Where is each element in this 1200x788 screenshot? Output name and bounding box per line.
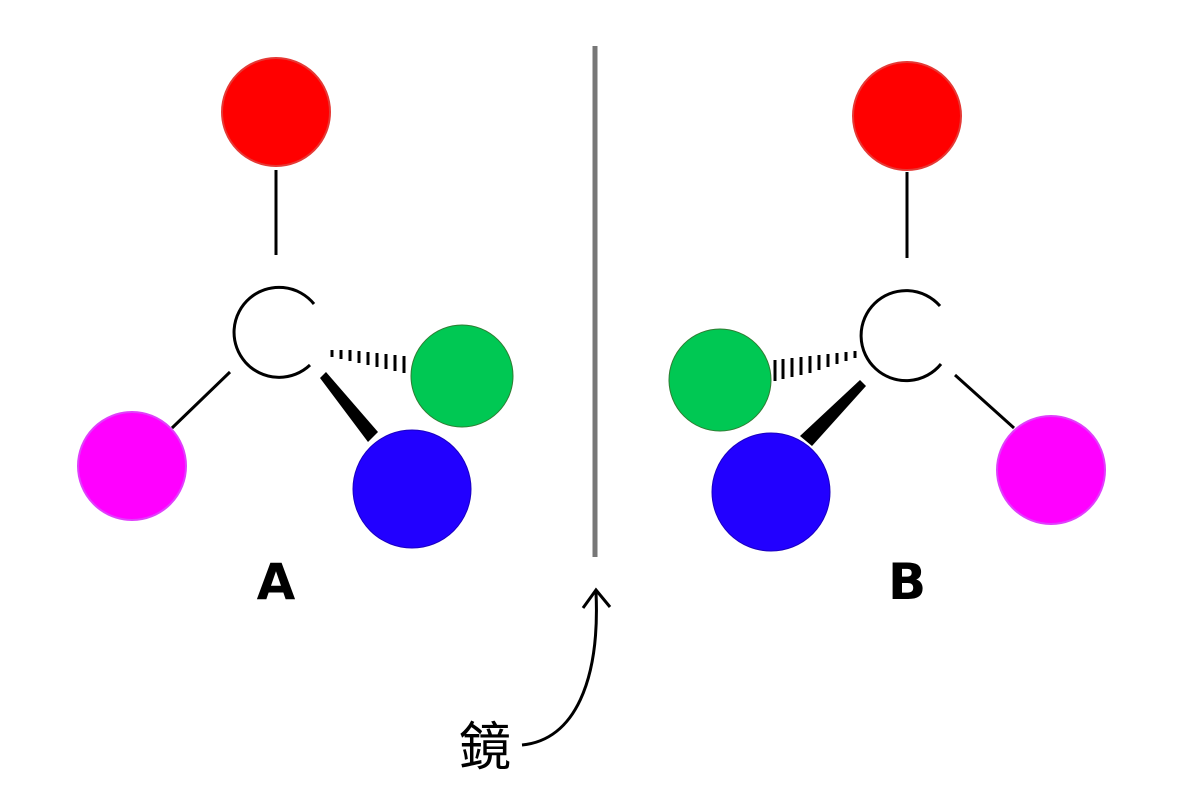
molecule-a-hashed-bond-green	[330, 350, 406, 373]
molecule-b: B	[668, 61, 1106, 611]
mirror: 鏡	[459, 46, 612, 778]
molecule-b-atom-blue	[711, 432, 831, 552]
molecule-a-wedge-bond-blue	[320, 372, 378, 442]
molecule-b-atom-red	[852, 61, 962, 171]
molecule-b-label: B	[888, 553, 926, 611]
molecule-b-wedge-bond-blue	[800, 380, 866, 446]
mirror-arrow-head	[581, 587, 612, 609]
molecule-a-bond-magenta	[170, 370, 232, 430]
molecule-a: A	[77, 57, 514, 611]
molecule-b-carbon-glyph	[859, 289, 943, 383]
molecule-b-bond-magenta	[953, 373, 1016, 430]
molecule-a-atom-magenta	[77, 411, 187, 521]
molecule-a-atom-red	[221, 57, 331, 167]
mirror-label: 鏡	[459, 718, 511, 778]
molecule-b-atom-green	[668, 328, 772, 432]
mirror-pointer-arrow	[521, 591, 598, 747]
molecule-b-hashed-bond-green	[773, 351, 857, 381]
molecule-a-carbon-glyph	[232, 285, 316, 379]
molecule-b-atom-magenta	[996, 415, 1106, 525]
molecule-a-atom-green	[410, 324, 514, 428]
molecule-a-atom-blue	[352, 429, 472, 549]
molecule-a-label: A	[257, 553, 296, 611]
